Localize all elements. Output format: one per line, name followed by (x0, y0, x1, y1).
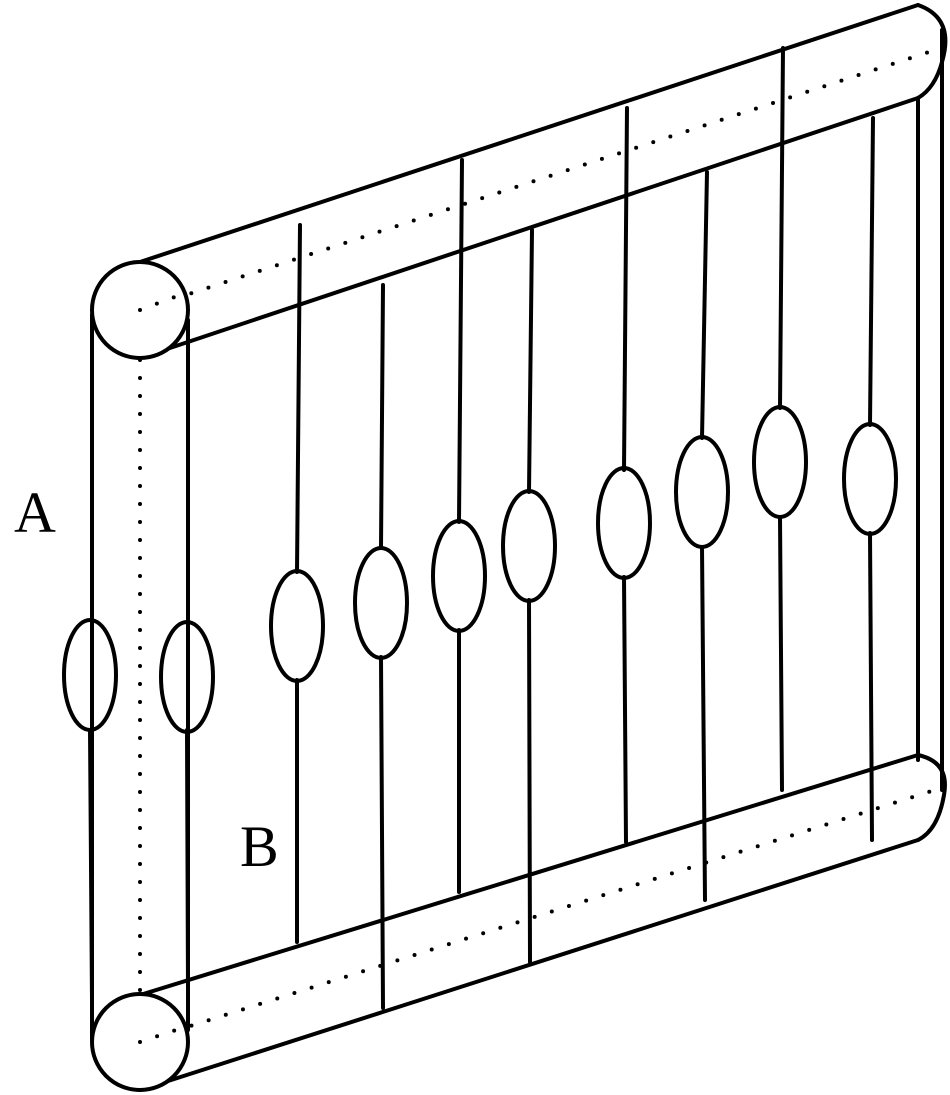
bottom-tube-end-cap (90, 992, 190, 1092)
pore (431, 519, 487, 633)
pore (842, 422, 898, 536)
back-vertical-tube (916, 28, 944, 792)
front-vertical-tube (90, 313, 190, 1042)
pore (353, 546, 409, 660)
top-tube (138, 3, 948, 360)
pore (159, 620, 215, 734)
channels (88, 46, 875, 1010)
top-tube-end-cap (90, 260, 190, 360)
pore (501, 489, 557, 603)
pore (269, 569, 325, 683)
pore (674, 435, 730, 549)
label-b: B (240, 814, 279, 879)
label-a: A (14, 480, 56, 545)
pore (596, 466, 652, 580)
pore (62, 618, 118, 732)
bottom-tube (138, 753, 947, 1092)
pore (752, 405, 808, 519)
pores (62, 405, 898, 734)
